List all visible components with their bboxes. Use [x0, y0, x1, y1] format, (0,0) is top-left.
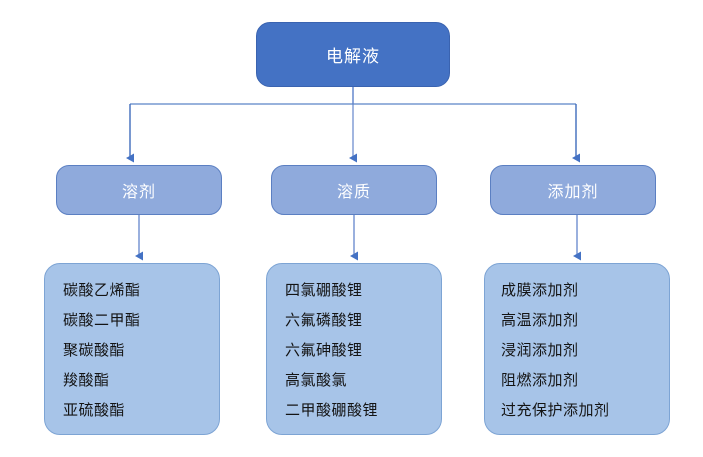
list-item: 浸润添加剂 — [501, 342, 579, 359]
node-category-solvent[interactable]: 溶剂 — [56, 165, 222, 215]
list-item: 高氯酸氯 — [285, 372, 348, 389]
node-list-additive-items[interactable]: 成膜添加剂 高温添加剂 浸润添加剂 阻燃添加剂 过充保护添加剂 — [484, 263, 670, 435]
list-item: 聚碳酸酯 — [63, 342, 126, 359]
list-item: 六氟砷酸锂 — [285, 342, 363, 359]
list-item: 碳酸二甲酯 — [63, 312, 141, 329]
node-root-electrolyte[interactable]: 电解液 — [256, 22, 450, 87]
list-item: 阻燃添加剂 — [501, 372, 579, 389]
list-items-additive: 成膜添加剂 高温添加剂 浸润添加剂 阻燃添加剂 过充保护添加剂 — [485, 278, 669, 424]
list-item: 碳酸乙烯酯 — [63, 282, 141, 299]
node-category-additive[interactable]: 添加剂 — [490, 165, 656, 215]
list-item: 六氟磷酸锂 — [285, 312, 363, 329]
list-item: 高温添加剂 — [501, 312, 579, 329]
list-item: 二甲酸硼酸锂 — [285, 402, 379, 419]
node-list-solvent-items[interactable]: 碳酸乙烯酯 碳酸二甲酯 聚碳酸酯 羧酸酯 亚硫酸酯 — [44, 263, 220, 435]
list-item: 过充保护添加剂 — [501, 402, 610, 419]
list-item: 亚硫酸酯 — [63, 402, 126, 419]
list-item: 羧酸酯 — [63, 372, 110, 389]
node-category-3-label: 添加剂 — [547, 184, 599, 201]
node-root-label: 电解液 — [326, 47, 380, 66]
node-category-solute[interactable]: 溶质 — [271, 165, 437, 215]
list-items-solvent: 碳酸乙烯酯 碳酸二甲酯 聚碳酸酯 羧酸酯 亚硫酸酯 — [45, 278, 219, 424]
list-item: 四氯硼酸锂 — [285, 282, 363, 299]
list-items-solute: 四氯硼酸锂 六氟磷酸锂 六氟砷酸锂 高氯酸氯 二甲酸硼酸锂 — [267, 278, 441, 424]
node-category-1-label: 溶剂 — [121, 184, 156, 201]
node-category-2-label: 溶质 — [336, 184, 371, 201]
node-list-solute-items[interactable]: 四氯硼酸锂 六氟磷酸锂 六氟砷酸锂 高氯酸氯 二甲酸硼酸锂 — [266, 263, 442, 435]
list-item: 成膜添加剂 — [501, 282, 579, 299]
